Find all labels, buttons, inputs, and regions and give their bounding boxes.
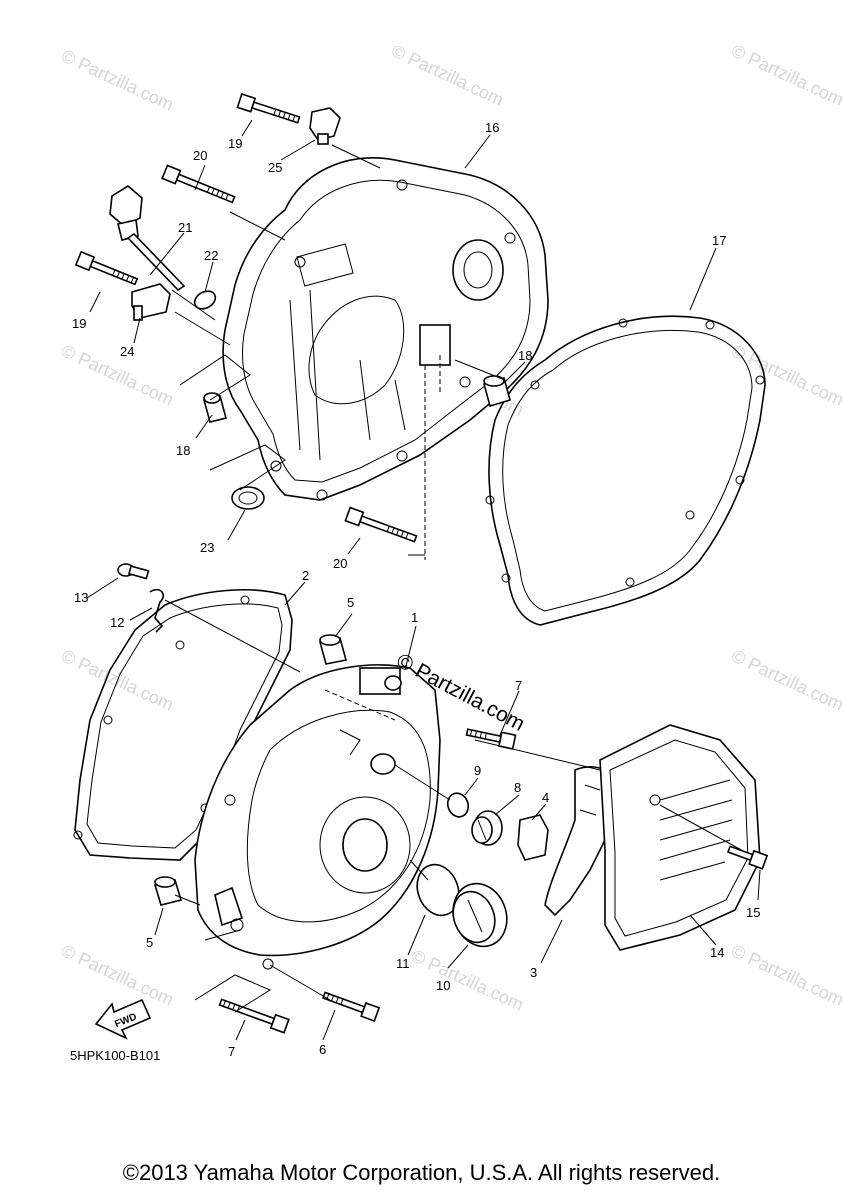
callout-labels: 16 17 18 18 23 20 20 21 22 19 24 19 25 2…: [72, 120, 760, 1059]
callout-leaders: [86, 119, 761, 1041]
o-ring-22: [193, 290, 217, 310]
watermark: © Partzilla.com: [58, 940, 176, 1009]
callout-5-upper: 5: [347, 595, 354, 610]
gasket-2: [74, 589, 293, 861]
watermark: © Partzilla.com: [728, 340, 843, 409]
callout-19-left: 19: [72, 316, 86, 331]
callout-18-left: 18: [176, 443, 190, 458]
callout-12: 12: [110, 615, 124, 630]
screw-13: [117, 563, 150, 580]
gasket-17-hole: [485, 495, 495, 505]
oil-seal-23: [231, 486, 265, 510]
watermark: © Partzilla.com: [58, 45, 176, 114]
gasket-17-hole: [685, 510, 695, 520]
callout-22: 22: [204, 248, 218, 263]
gasket-17-hole: [618, 318, 628, 328]
gasket-17-hole: [530, 380, 540, 390]
watermark: © Partzilla.com: [728, 940, 843, 1009]
callout-18-right: 18: [518, 348, 532, 363]
callout-21: 21: [178, 220, 192, 235]
gasket-2-hole: [175, 640, 185, 650]
clip-25: [309, 107, 341, 145]
plug-8: [471, 810, 503, 846]
callout-4: 4: [542, 790, 549, 805]
callout-7-upper: 7: [515, 678, 522, 693]
gasket-17-hole: [755, 375, 765, 385]
callout-20-upper: 20: [193, 148, 207, 163]
gasket-2-hole: [103, 715, 113, 725]
callout-24: 24: [120, 344, 134, 359]
watermark: © Partzilla.com: [408, 945, 526, 1014]
watermark: © Partzilla.com: [388, 40, 506, 109]
dowel-5-upper: [319, 634, 347, 665]
callout-25: 25: [268, 160, 282, 175]
bolt-7-upper: [465, 728, 517, 750]
generator-cover-1: [194, 664, 441, 970]
callout-19-top: 19: [228, 136, 242, 151]
callout-17: 17: [712, 233, 726, 248]
callout-10: 10: [436, 978, 450, 993]
callout-20-lower: 20: [333, 556, 347, 571]
callout-11: 11: [396, 956, 410, 971]
gasket-17-hole: [625, 577, 635, 587]
clamp-24: [131, 283, 171, 321]
damper-4: [517, 814, 549, 861]
diagram-code: 5HPK100-B101: [70, 1048, 160, 1063]
bolt-7-lower: [218, 998, 290, 1034]
bolt-6: [322, 991, 381, 1023]
fwd-arrow-icon: FWD: [94, 998, 152, 1040]
gasket-17-inner: [502, 329, 753, 612]
callout-5-lower: 5: [146, 935, 153, 950]
callout-15: 15: [746, 905, 760, 920]
o-ring-9: [446, 792, 470, 818]
crankcase-cover-16: [222, 157, 549, 501]
callout-9: 9: [474, 763, 481, 778]
bolt-20-lower: [344, 506, 418, 543]
callout-6: 6: [319, 1042, 326, 1057]
clip-12: [149, 588, 165, 633]
callout-3: 3: [530, 965, 537, 980]
callout-13: 13: [74, 590, 88, 605]
callout-23: 23: [200, 540, 214, 555]
plug-10: [452, 882, 508, 948]
watermark: © Partzilla.com: [58, 340, 176, 409]
gasket-2-hole: [240, 595, 250, 605]
dowel-18-right: [483, 375, 511, 408]
copyright-notice: ©2013 Yamaha Motor Corporation, U.S.A. A…: [122, 1160, 721, 1185]
callout-8: 8: [514, 780, 521, 795]
gasket-17-hole: [735, 475, 745, 485]
bolt-20-upper: [161, 164, 236, 204]
watermark: © Partzilla.com: [728, 645, 843, 714]
dipstick-21: [109, 185, 186, 292]
bolt-19-top: [236, 93, 301, 124]
gasket-17: [488, 315, 766, 626]
callout-16: 16: [485, 120, 499, 135]
o-ring-11: [416, 863, 460, 917]
callout-2: 2: [302, 568, 309, 583]
dowel-5-lower: [153, 876, 183, 906]
callout-14: 14: [710, 945, 724, 960]
bolt-19-left: [74, 250, 139, 286]
cover-14: [599, 724, 761, 951]
gasket-17-hole: [705, 320, 715, 330]
gasket-2-inner: [86, 603, 283, 849]
callout-7-lower: 7: [228, 1044, 235, 1059]
bolt-15: [726, 845, 769, 870]
gasket-2-hole: [73, 830, 83, 840]
gasket-17-hole: [501, 573, 511, 583]
callout-1: 1: [411, 610, 418, 625]
watermark: © Partzilla.com: [728, 40, 843, 109]
